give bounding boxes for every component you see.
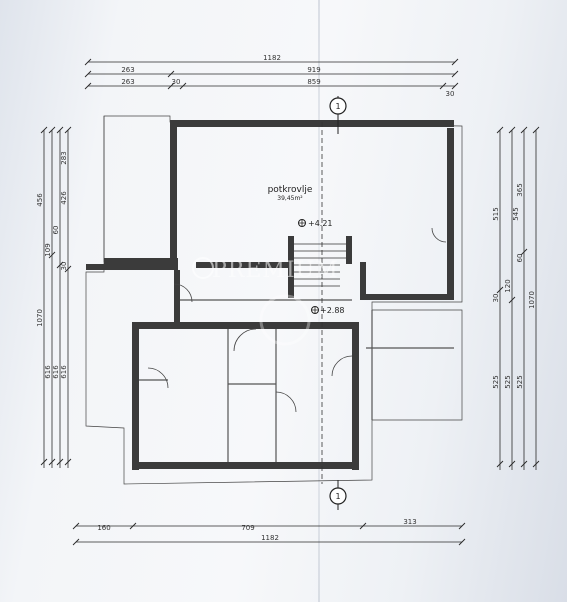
dim-left-1b: 1070 bbox=[36, 309, 44, 327]
dim-top-row3-3: 859 bbox=[307, 78, 320, 86]
stairs bbox=[294, 243, 346, 287]
dim-right-4a: 1070 bbox=[528, 291, 536, 309]
dim-left-2a: 109 bbox=[44, 243, 52, 256]
dim-left-1a: 456 bbox=[36, 193, 44, 207]
dim-bottom-3: 313 bbox=[403, 518, 416, 526]
walls bbox=[86, 120, 454, 470]
dim-bottom-overall: 1182 bbox=[261, 534, 279, 542]
dim-left-4c: 30 bbox=[60, 262, 68, 271]
level-lower-label: +2.88 bbox=[320, 306, 345, 315]
dim-left-3b: 616 bbox=[52, 365, 60, 379]
dim-top-row3-1: 263 bbox=[121, 78, 134, 86]
dim-right-3c: 545 bbox=[512, 207, 520, 220]
level-marker-upper bbox=[298, 219, 306, 227]
paper-fold bbox=[318, 0, 320, 602]
dim-bottom-2: 709 bbox=[241, 524, 254, 532]
dim-right-1a: 515 bbox=[492, 207, 500, 220]
watermark-text: PREMIUM bbox=[212, 258, 339, 283]
dim-left-2b: 616 bbox=[44, 365, 52, 379]
dim-right-3a: 365 bbox=[516, 183, 524, 196]
dim-bottom-1: 160 bbox=[97, 524, 110, 532]
section-marker-top-label: 1 bbox=[335, 102, 340, 111]
dim-left-4b: 426 bbox=[60, 191, 68, 205]
dim-top-row3-2: 30 bbox=[172, 78, 181, 86]
dim-right-1b: 30 bbox=[492, 294, 500, 303]
room-area-label: 39,45m² bbox=[277, 195, 303, 202]
dim-right-3d: 525 bbox=[516, 375, 524, 388]
dim-right-1c: 525 bbox=[492, 375, 500, 388]
dim-top-row2-2: 919 bbox=[307, 66, 320, 74]
dim-top-row3-4: 30 bbox=[446, 90, 455, 98]
doors bbox=[147, 227, 447, 413]
section-marker-top bbox=[329, 96, 347, 134]
section-marker-bottom-label: 1 bbox=[335, 492, 340, 501]
dim-top-overall: 1182 bbox=[263, 54, 281, 62]
level-upper-label: +4.21 bbox=[308, 219, 333, 228]
dim-right-2a: 120 bbox=[504, 279, 512, 292]
dim-left-3a: 60 bbox=[52, 226, 60, 235]
dim-right-2b: 525 bbox=[504, 375, 512, 388]
room-name-label: potkrovlje bbox=[268, 185, 313, 195]
level-marker-lower bbox=[311, 306, 319, 314]
dim-left-4d: 616 bbox=[60, 365, 68, 379]
watermark bbox=[192, 257, 311, 346]
section-marker-bottom bbox=[329, 480, 347, 510]
dim-left-4a: 283 bbox=[60, 151, 68, 164]
dim-top-row2-1: 263 bbox=[121, 66, 134, 74]
dim-right-3b: 60 bbox=[516, 254, 524, 263]
